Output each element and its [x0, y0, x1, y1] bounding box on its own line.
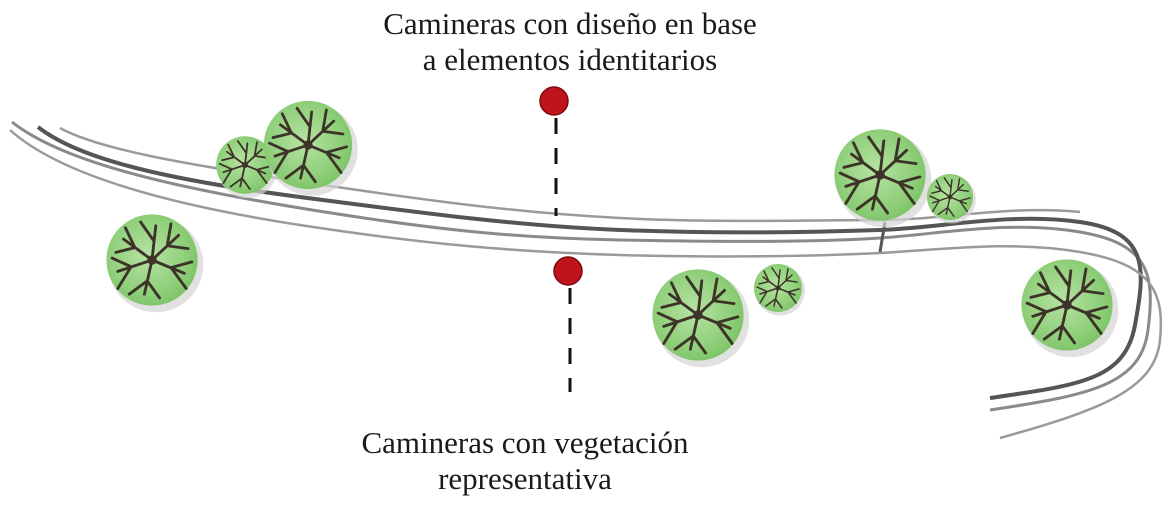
- label-bottom-line1: Camineras con vegetación: [361, 425, 689, 460]
- path-inner-edge: [59, 126, 1081, 223]
- path-outer-edge: [11, 120, 1152, 412]
- label-bottom-annotation: Camineras con vegetación representativa: [335, 425, 715, 497]
- tree-8: [1019, 257, 1120, 359]
- label-top-annotation: Camineras con diseño en base a elementos…: [360, 6, 780, 78]
- label-top-line2: a elementos identitarios: [422, 42, 718, 77]
- label-top-line1: Camineras con diseño en base: [383, 6, 757, 41]
- tree-1: [104, 212, 205, 314]
- path-bottom-edge: [9, 129, 1163, 440]
- tree-6: [832, 127, 933, 229]
- tree-5: [753, 263, 806, 317]
- tree-4: [650, 267, 751, 369]
- path-dark-line: [36, 125, 1143, 400]
- tree-3: [262, 99, 360, 197]
- marker-top-dot: [539, 86, 569, 116]
- marker-bottom-dot: [553, 256, 583, 286]
- label-bottom-line2: representativa: [438, 461, 612, 496]
